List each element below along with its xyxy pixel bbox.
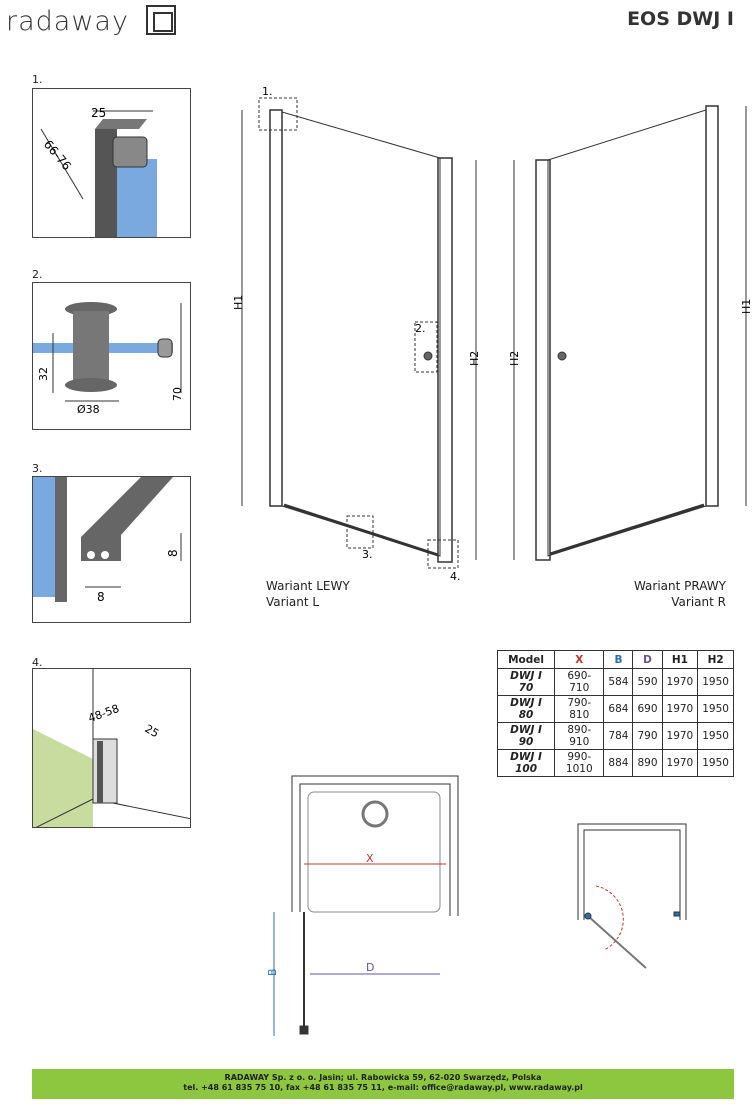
model-cell: DWJ I 80 [496,695,556,723]
value-cell: 890 [632,749,663,777]
value-cell: 784 [603,722,634,750]
footer: RADAWAY Sp. z o. o. Jasin; ul. Rabowicka… [32,1069,734,1099]
value-cell: 1970 [661,722,699,750]
detail-1-label: 1. [32,73,43,86]
marker-2: 2. [415,322,426,335]
door-right-variant [513,105,747,561]
dim-x: X [366,852,374,865]
logo-mark [146,5,176,35]
detail-1-box: 25 66-76 [32,88,191,238]
value-cell: 1950 [697,749,734,777]
dim-32: 32 [37,367,50,381]
detail-4-box: 48-58 25 [32,668,191,828]
opening-diagram [577,823,687,969]
dim-h2-right: H2 [508,351,521,366]
value-cell: 584 [603,668,634,696]
marker-1: 1. [262,85,273,98]
dim-h1-left: H1 [232,295,245,310]
value-cell: 890-910 [554,722,605,750]
value-cell: 590 [632,668,663,696]
footer-address: RADAWAY Sp. z o. o. Jasin; ul. Rabowicka… [224,1073,542,1082]
detail-2-box: 32 Ø38 70 [32,282,191,430]
variant-left-pl: Wariant LEWY [266,579,350,593]
value-cell: 790 [632,722,663,750]
model-cell: DWJ I 90 [496,722,556,750]
column-header: B [603,650,634,669]
column-header: H1 [661,650,699,669]
variant-right-pl: Wariant PRAWY [633,579,726,593]
page-title: EOS DWJ I [627,8,734,30]
marker-3: 3. [362,548,373,561]
dim-8-vertical: 8 [166,549,180,557]
detail-4-label: 4. [32,656,43,669]
value-cell: 884 [603,749,634,777]
dim-70: 70 [171,387,184,401]
value-cell: 790-810 [554,695,605,723]
dim-h1-right: H1 [740,299,753,314]
column-header: H2 [697,650,734,669]
dim-38: Ø38 [77,403,100,416]
value-cell: 684 [603,695,634,723]
value-cell: 1950 [697,668,734,696]
footer-contact: tel. +48 61 835 75 10, fax +48 61 835 75… [183,1083,583,1092]
dim-8-horizontal: 8 [97,590,105,604]
dim-25: 25 [91,106,106,120]
column-header: Model [496,650,556,669]
model-cell: DWJ I 70 [496,668,556,696]
variant-right-en: Variant R [671,595,726,609]
model-cell: DWJ I 100 [496,749,556,777]
variant-left-caption: Wariant LEWY Variant L [266,578,350,610]
logo: radaway [6,6,129,37]
value-cell: 690 [632,695,663,723]
detail-3-label: 3. [32,462,43,475]
dim-h2-left: H2 [468,351,481,366]
value-cell: 1970 [661,695,699,723]
dim-b: B [266,968,279,976]
door-left-variant [241,97,477,569]
value-cell: 1950 [697,722,734,750]
dim-25-depth: 25 [143,722,162,740]
value-cell: 1970 [661,668,699,696]
detail-2-label: 2. [32,268,43,281]
value-cell: 1970 [661,749,699,777]
dim-d: D [366,961,374,974]
variant-left-en: Variant L [266,595,320,609]
value-cell: 690-710 [554,668,605,696]
value-cell: 990-1010 [554,749,605,777]
variant-right-caption: Wariant PRAWY Variant R [634,578,726,610]
column-header: X [554,650,605,669]
value-cell: 1950 [697,695,734,723]
plan-view [273,775,459,1036]
column-header: D [632,650,663,669]
marker-4: 4. [450,570,461,583]
detail-3-box: 8 8 [32,476,191,623]
